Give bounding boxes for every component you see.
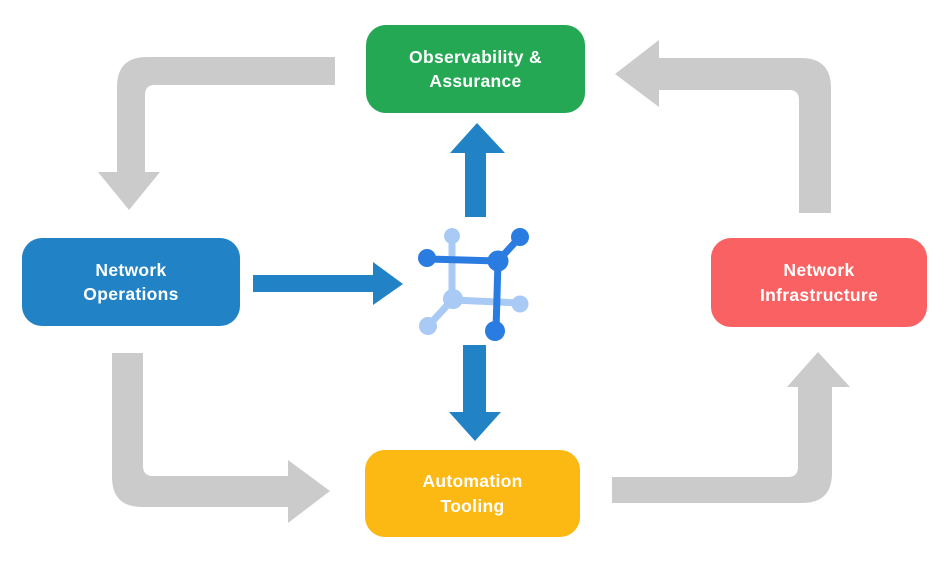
node-automation-tooling: Automation Tooling bbox=[365, 450, 580, 537]
arrow-center-to-observability bbox=[450, 123, 505, 217]
arrow-automation-to-infrastructure bbox=[612, 352, 850, 503]
arrow-operations-to-automation bbox=[112, 353, 330, 523]
arrow-observability-to-operations bbox=[98, 57, 335, 210]
node-automation-tooling-label: Automation Tooling bbox=[422, 471, 523, 516]
center-link-arrows bbox=[253, 123, 505, 441]
node-network-infrastructure: Network Infrastructure bbox=[711, 238, 927, 327]
arrow-operations-to-center bbox=[253, 262, 403, 305]
node-network-operations: Network Operations bbox=[22, 238, 240, 326]
network-node-icon-light-nodes bbox=[419, 228, 529, 335]
node-network-operations-label: Network Operations bbox=[83, 259, 179, 304]
arrow-infrastructure-to-observability bbox=[615, 40, 831, 213]
outer-cycle-arrows bbox=[98, 40, 850, 523]
network-node-icon-dark-nodes bbox=[418, 228, 529, 341]
arrow-center-to-automation bbox=[449, 345, 501, 441]
node-network-infrastructure-label: Network Infrastructure bbox=[760, 260, 878, 305]
network-node-icon bbox=[418, 228, 529, 341]
node-observability-assurance-label: Observability & Assurance bbox=[409, 46, 542, 91]
node-observability-assurance: Observability & Assurance bbox=[366, 25, 585, 113]
